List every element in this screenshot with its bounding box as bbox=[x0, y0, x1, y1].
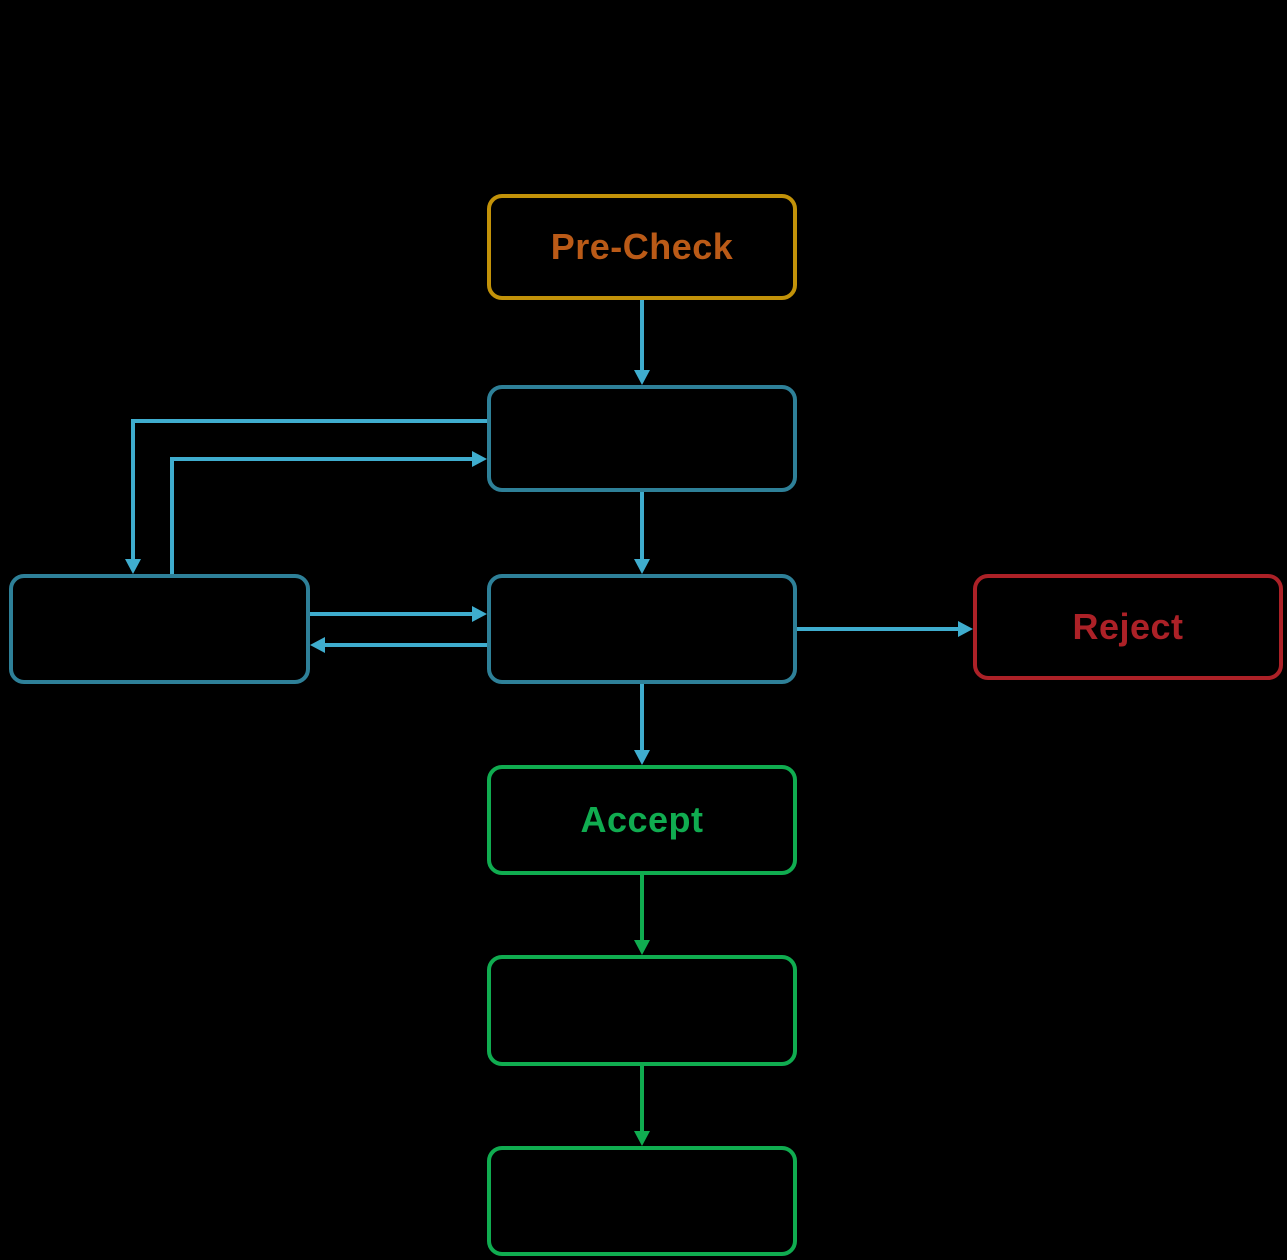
node-step-3 bbox=[487, 574, 797, 684]
arrow-step2-to-sideleft bbox=[125, 419, 487, 574]
node-reject-label: Reject bbox=[1072, 606, 1184, 647]
arrow-precheck-to-step2 bbox=[634, 300, 650, 385]
arrow-step2-to-step3 bbox=[634, 492, 650, 574]
node-pre-check: Pre-Check bbox=[487, 194, 797, 300]
arrow-step3-to-reject bbox=[797, 621, 973, 637]
arrow-sideleft-to-step3 bbox=[310, 606, 487, 622]
arrow-step3-to-accept bbox=[634, 684, 650, 765]
node-pre-check-label: Pre-Check bbox=[550, 226, 734, 267]
node-accept: Accept bbox=[487, 765, 797, 875]
node-step-2 bbox=[487, 385, 797, 492]
arrow-accept-to-step5 bbox=[634, 875, 650, 955]
node-accept-label: Accept bbox=[580, 799, 704, 840]
arrow-sideleft-to-step2 bbox=[170, 451, 487, 574]
arrow-step5-to-step6 bbox=[634, 1066, 650, 1146]
node-reject: Reject bbox=[973, 574, 1283, 680]
arrow-step3-to-sideleft bbox=[310, 637, 487, 653]
node-side-left bbox=[9, 574, 310, 684]
node-step-6 bbox=[487, 1146, 797, 1256]
node-step-5 bbox=[487, 955, 797, 1066]
